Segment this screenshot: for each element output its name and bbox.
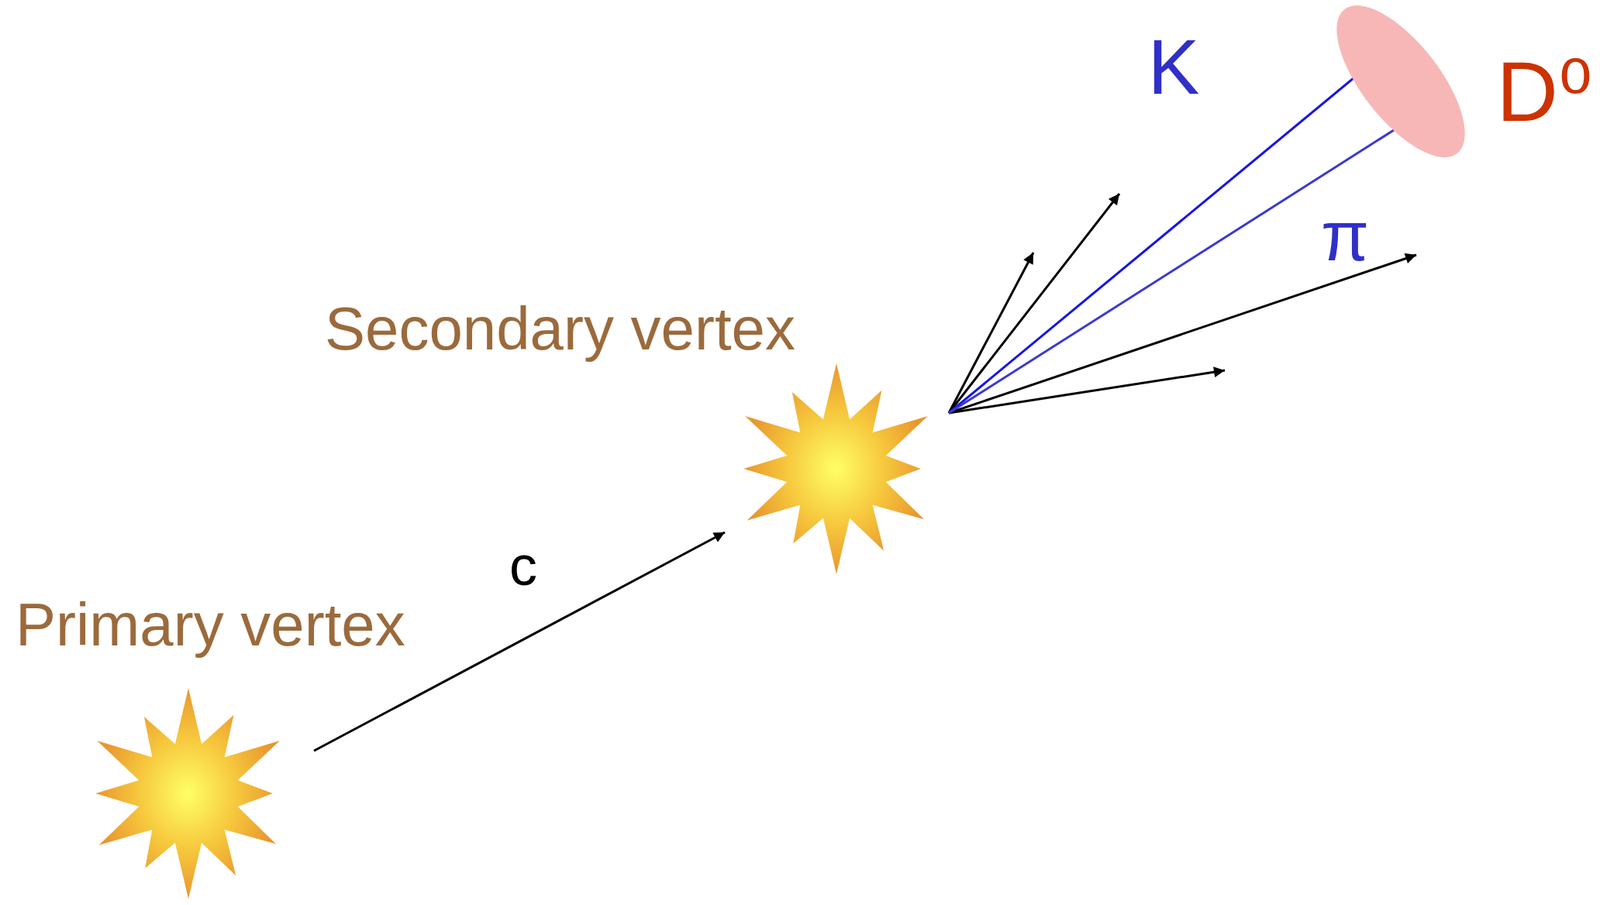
starburst-shape: [95, 688, 280, 900]
starburst-shape: [743, 363, 928, 575]
node-label: Secondary vertex: [324, 298, 796, 359]
particle-label: K: [1148, 27, 1200, 106]
edge-label-holder: π: [0, 0, 49, 70]
node-label: Primary vertex: [15, 594, 406, 656]
node-label: D⁰: [1496, 48, 1593, 135]
particle-ellipse: D⁰: [1334, 3, 1467, 159]
particle-track: [948, 193, 1120, 414]
particle-track: [948, 255, 1417, 414]
particle-label: c: [509, 537, 538, 594]
particle-track-arrow: [948, 106, 1431, 414]
ellipse-shape: [1313, 0, 1488, 178]
edge-label-holder: K: [0, 0, 52, 78]
edge-label-holder: c: [0, 0, 28, 56]
particle-label: π: [1320, 201, 1369, 272]
particle-track: [948, 370, 1225, 414]
vertex-starburst-outline: [727, 360, 945, 578]
vertex-starburst-outline: [79, 685, 297, 903]
particle-ellipse-outline: [1334, 3, 1467, 159]
vertex-starburst: Primary vertex: [79, 685, 297, 903]
vertex-starburst: Secondary vertex: [727, 360, 945, 578]
